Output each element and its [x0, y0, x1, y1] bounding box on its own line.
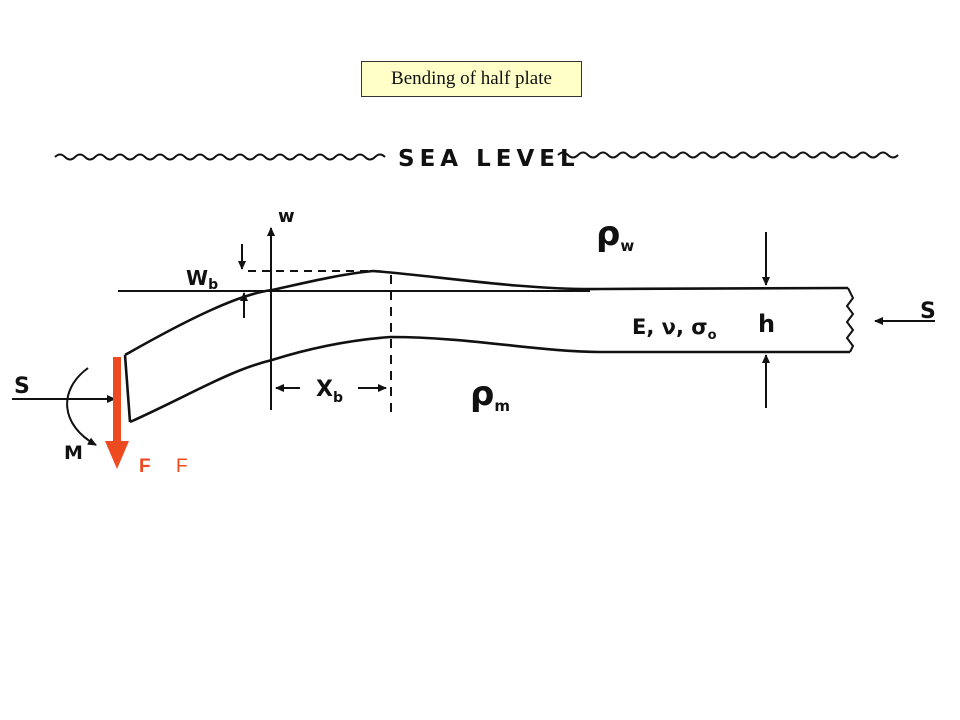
w-axis-label: w: [278, 206, 295, 227]
rho-w-label: ρw: [596, 214, 634, 255]
plate-top-surface: [124, 269, 849, 357]
diagram-title: Bending of half plate: [361, 61, 582, 97]
plate-break-edge: [845, 287, 855, 353]
plate-left-edge: [123, 354, 132, 423]
force-label-plain: F: [176, 456, 188, 477]
w-b-label: Wb: [186, 266, 218, 293]
sea-level-wave-right: [557, 151, 899, 159]
moment-arc: [66, 367, 97, 446]
s-right-label: S: [920, 299, 936, 324]
sea-level-wave-left: [54, 153, 386, 161]
thickness-label: h: [758, 310, 775, 338]
plate-bottom-surface: [129, 335, 850, 424]
x-b-label: Xb: [316, 377, 343, 406]
moment-label: M: [64, 442, 83, 464]
elastic-properties-label: E, ν, σo: [632, 315, 717, 343]
s-left-label: S: [14, 374, 30, 399]
sea-level-label: SEA LEVEL: [398, 146, 580, 172]
rho-m-label: ρm: [470, 374, 510, 415]
force-label-bold: F: [139, 456, 151, 477]
force-arrow: [105, 357, 129, 469]
